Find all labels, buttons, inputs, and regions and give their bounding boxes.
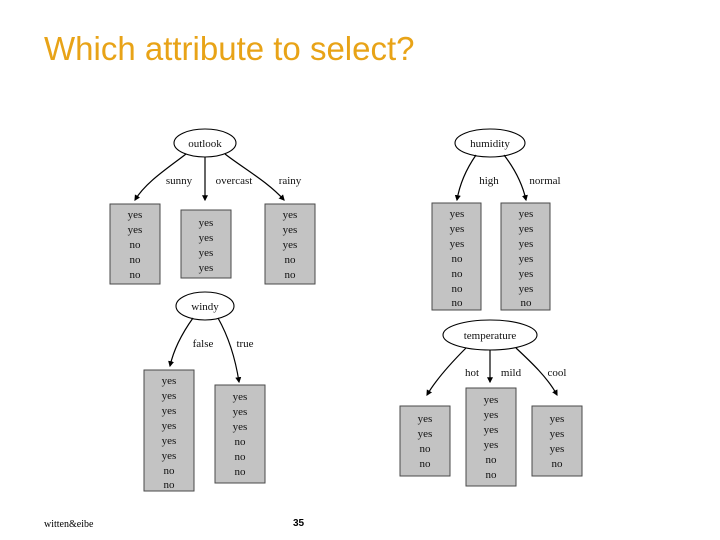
leaf-value: yes (162, 435, 177, 447)
leaf-value: yes (233, 421, 248, 433)
leaf-value: yes (199, 247, 214, 259)
leaf-value: no (452, 297, 464, 309)
edge-windy-false (168, 317, 194, 368)
edge-humidity-normal (503, 154, 528, 202)
windy-tree: windy false true yes yes yes yes yes yes… (143, 291, 266, 492)
node-humidity-label: humidity (470, 138, 510, 150)
leaf-value: yes (128, 224, 143, 236)
leaf-value: no (235, 451, 247, 463)
leaf-temperature-hot: yes yes no no (399, 405, 451, 477)
leaf-value: yes (484, 439, 499, 451)
leaf-humidity-normal: yes yes yes yes yes yes no (500, 202, 551, 311)
footer-page-number: 35 (293, 518, 305, 529)
edge-label-high: high (479, 175, 499, 187)
leaf-value: yes (550, 413, 565, 425)
leaf-value: yes (519, 268, 534, 280)
leaf-value: no (420, 443, 432, 455)
edge-windy-true (217, 317, 242, 384)
leaf-humidity-high: yes yes yes no no no no (431, 202, 482, 311)
leaf-value: yes (283, 239, 298, 251)
leaf-value: yes (519, 208, 534, 220)
leaf-value: no (486, 454, 498, 466)
edge-outlook-sunny (134, 153, 187, 202)
leaf-value: yes (450, 238, 465, 250)
leaf-value: no (452, 253, 464, 265)
leaf-value: no (420, 458, 432, 470)
leaf-value: no (452, 268, 464, 280)
edge-temperature-hot (426, 347, 467, 397)
decision-tree-figure: outlook sunny overcast rainy yes yes no … (0, 110, 720, 500)
leaf-windy-false: yes yes yes yes yes yes no no (143, 369, 195, 492)
leaf-value: no (164, 465, 176, 477)
leaf-value: yes (283, 224, 298, 236)
leaf-value: yes (519, 238, 534, 250)
edge-label-true: true (236, 338, 253, 350)
humidity-tree: humidity high normal yes yes yes no no n… (431, 128, 561, 311)
leaf-value: no (285, 269, 297, 281)
edge-label-hot: hot (465, 367, 479, 379)
node-temperature-label: temperature (464, 330, 517, 342)
leaf-outlook-rainy: yes yes yes no no (264, 203, 316, 285)
leaf-value: yes (162, 375, 177, 387)
leaf-value: yes (199, 262, 214, 274)
edge-humidity-high (454, 154, 477, 202)
edge-label-normal: normal (529, 175, 560, 187)
leaf-temperature-mild: yes yes yes yes no no (465, 387, 517, 487)
leaf-value: yes (519, 253, 534, 265)
leaf-outlook-overcast: yes yes yes yes (180, 209, 232, 279)
leaf-value: yes (450, 208, 465, 220)
leaf-value: no (486, 469, 498, 481)
leaf-value: yes (162, 405, 177, 417)
leaf-value: yes (519, 283, 534, 295)
leaf-value: yes (128, 209, 143, 221)
leaf-value: yes (484, 424, 499, 436)
leaf-value: no (130, 239, 142, 251)
leaf-value: no (521, 297, 533, 309)
edge-temperature-cool (515, 347, 558, 397)
node-windy-label: windy (191, 301, 219, 313)
leaf-value: yes (162, 450, 177, 462)
leaf-value: no (164, 479, 176, 491)
leaf-value: yes (484, 409, 499, 421)
edge-label-overcast: overcast (216, 175, 253, 187)
edge-outlook-rainy (224, 153, 285, 201)
leaf-value: no (235, 466, 247, 478)
node-humidity[interactable] (454, 128, 526, 158)
edge-label-cool: cool (548, 367, 567, 379)
leaf-value: yes (233, 391, 248, 403)
node-windy[interactable] (175, 291, 235, 321)
leaf-value: yes (283, 209, 298, 221)
node-outlook-label: outlook (188, 138, 222, 150)
leaf-value: yes (418, 428, 433, 440)
edge-label-rainy: rainy (279, 175, 302, 187)
outlook-tree: outlook sunny overcast rainy yes yes no … (109, 128, 316, 285)
page-title: Which attribute to select? (44, 30, 415, 67)
leaf-temperature-cool: yes yes yes no (531, 405, 583, 477)
leaf-value: no (285, 254, 297, 266)
edge-label-mild: mild (501, 367, 522, 379)
leaf-value: yes (484, 394, 499, 406)
leaf-value: yes (550, 443, 565, 455)
leaf-value: yes (450, 223, 465, 235)
footer-credit: witten&eibe (44, 519, 94, 530)
leaf-value: yes (199, 217, 214, 229)
edge-label-sunny: sunny (166, 175, 193, 187)
leaf-value: yes (550, 428, 565, 440)
leaf-windy-true: yes yes yes no no no (214, 384, 266, 484)
leaf-value: yes (162, 420, 177, 432)
leaf-outlook-sunny: yes yes no no no (109, 203, 161, 285)
leaf-value: yes (199, 232, 214, 244)
leaf-value: no (235, 436, 247, 448)
leaf-value: yes (233, 406, 248, 418)
leaf-value: yes (418, 413, 433, 425)
edge-label-false: false (193, 338, 214, 350)
leaf-value: yes (162, 390, 177, 402)
temperature-tree: temperature hot mild cool yes yes no no … (399, 319, 583, 487)
leaf-value: yes (519, 223, 534, 235)
leaf-value: no (130, 269, 142, 281)
leaf-value: no (130, 254, 142, 266)
leaf-value: no (552, 458, 564, 470)
leaf-value: no (452, 283, 464, 295)
